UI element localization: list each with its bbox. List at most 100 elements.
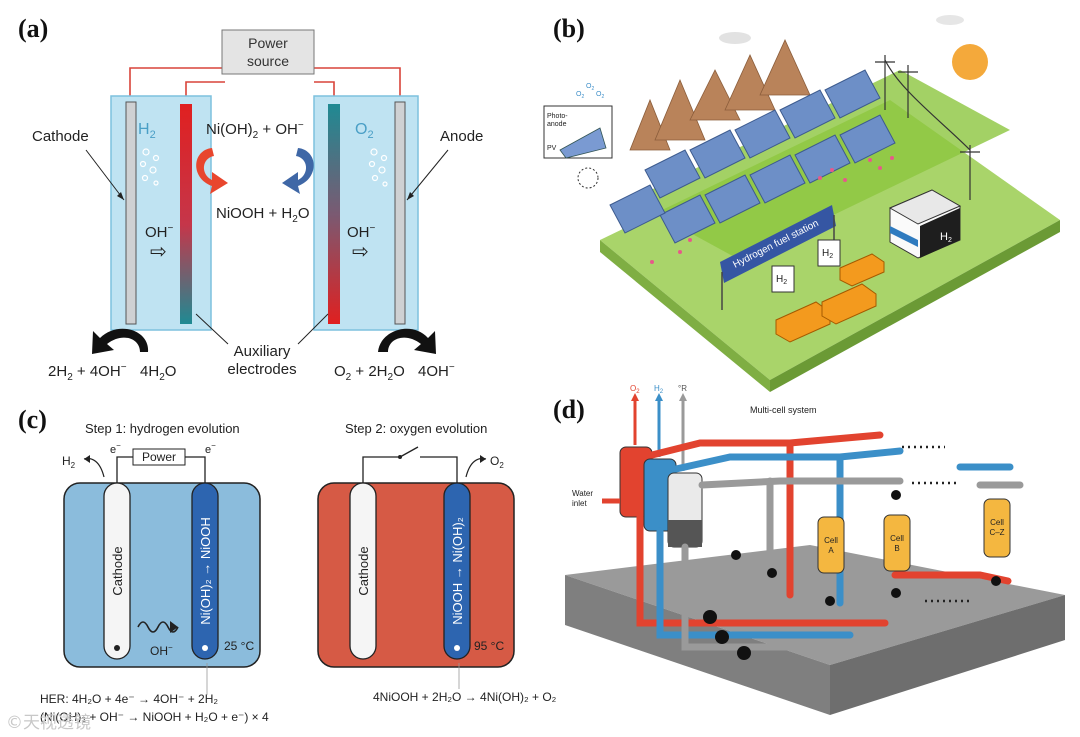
h2-pump-label: H2 <box>776 274 787 286</box>
cathode-water: 4H2O <box>140 363 176 383</box>
svg-text:A: A <box>828 546 834 555</box>
blue-pipe-network <box>656 447 1014 639</box>
step1-title: Step 1: hydrogen evolution <box>85 421 240 436</box>
multicell-title: Multi-cell system <box>750 405 817 415</box>
h2-vent-arrow <box>655 393 663 401</box>
sun-icon <box>952 44 988 80</box>
niooh-reaction-bottom: NiOOH + H2O <box>216 205 310 225</box>
step1-electrode-label: Ni(OH)₂ → NiOOH <box>198 517 213 625</box>
r-vent-arrow <box>679 393 687 401</box>
wire-aux-left <box>185 81 225 100</box>
watermark: ©天视透镜 <box>6 713 91 733</box>
step1-temperature: 25 °C <box>224 639 254 653</box>
photoanode-label: Photo- <box>547 113 568 120</box>
o2-label-b-2: O2 <box>586 83 594 92</box>
cathode-pointer-head <box>117 192 124 200</box>
step1-electron-right: e− <box>205 441 216 456</box>
step1-cathode-dot <box>114 645 120 651</box>
auxiliary-electrodes-label: Auxiliary <box>234 343 291 360</box>
arrow-right-icon-2: ⇨ <box>352 241 369 263</box>
step1-h2-label: H2 <box>62 454 76 470</box>
inset-pointer-circle <box>577 167 599 189</box>
power-source-label-2: source <box>247 53 289 69</box>
step2-title: Step 2: oxygen evolution <box>345 421 487 436</box>
anode-pointer-head <box>407 192 414 200</box>
oer-equation: 4NiOOH + 2H₂O → 4Ni(OH)₂ + O₂ <box>373 690 557 704</box>
grey-pipe-network <box>681 477 1024 651</box>
step1-electrode-dot <box>202 645 208 651</box>
pump-icon <box>703 490 1001 660</box>
solar-panel-array <box>609 69 896 244</box>
cathode-electrode <box>125 101 137 325</box>
cloud-icon-2 <box>936 15 964 25</box>
aux-pointer-left <box>195 313 229 345</box>
anode-hydroxide: 4OH− <box>418 362 455 380</box>
h2-tank-label: H2 <box>940 231 952 244</box>
ground-edge-right <box>770 220 1060 392</box>
arrow-right-icon: ⇨ <box>150 241 167 263</box>
h2-vent-label: H2 <box>654 384 664 395</box>
auxiliary-electrode-left <box>180 104 192 324</box>
o2-label-b-3: O2 <box>596 91 604 100</box>
photoanode-panel <box>559 127 607 159</box>
water-inlet-label-2: inlet <box>572 499 587 508</box>
ground-edge <box>600 240 770 392</box>
mountains <box>629 39 811 151</box>
panel-label-b: (b) <box>553 14 585 43</box>
pv-label: PV <box>547 145 557 152</box>
oh-label-left: OH− <box>145 223 174 241</box>
step1-wire <box>116 456 133 483</box>
step1-power-box <box>132 448 186 466</box>
panel-label-d: (d) <box>553 395 585 424</box>
water-inlet-label: Water <box>572 489 593 498</box>
aux-pointer-right <box>297 313 329 345</box>
oh-label-right: OH− <box>347 223 376 241</box>
panel-label-a: (a) <box>18 14 49 43</box>
panel-d-multicell-system: Multi-cell system O2 H2 °R Water inlet <box>565 384 1065 715</box>
auxiliary-electrode-right <box>328 104 340 324</box>
step1-cathode-label: Cathode <box>110 546 125 595</box>
o2-label: O2 <box>355 121 374 141</box>
svg-text:Cell: Cell <box>890 534 904 543</box>
step2-cathode-label: Cathode <box>356 546 371 595</box>
bubbles-left <box>139 148 160 186</box>
panel-a-electrolysis-diagram: Power source H2 O2 OH− ⇨ OH− ⇨ <box>32 29 483 383</box>
her-equation: HER: 4H₂O + 4e⁻ → 4OH⁻ + 2H₂ <box>40 692 218 706</box>
o2-vent-arrow <box>631 393 639 401</box>
wire-aux-right <box>314 81 335 100</box>
o2-release-arrow-icon <box>465 457 487 478</box>
niohh2-reaction-top: Ni(OH)2 + OH− <box>206 120 304 141</box>
oh-arrow-head <box>170 621 178 633</box>
h2-label: H2 <box>138 121 156 141</box>
h2-release-arrow-icon <box>83 457 105 478</box>
h2-release-arrow-head <box>84 455 90 463</box>
step2-temperature: 95 °C <box>474 639 504 653</box>
step2-wire <box>362 456 400 483</box>
step1-electron-left: e− <box>110 441 121 456</box>
step1-oh-label: OH− <box>150 643 173 658</box>
h2-storage-top <box>888 189 962 225</box>
step1-power-label: Power <box>142 450 176 464</box>
power-pylon-icon <box>875 55 980 200</box>
step2-o2-label: O2 <box>490 454 504 470</box>
bubbles-right <box>368 148 388 187</box>
auxiliary-electrodes-label-2: electrodes <box>227 361 296 378</box>
curved-arrow-black-icon-left <box>92 328 149 354</box>
cathode-equation: 2H2 + 4OH− <box>48 362 127 383</box>
cloud-icon <box>719 32 751 44</box>
h2-storage-side <box>920 208 960 258</box>
step2-switch-pivot <box>398 455 402 459</box>
o2-vent-label: O2 <box>630 384 640 395</box>
h2-storage-stripe <box>890 226 918 247</box>
photoanode-label-2: anode <box>547 121 567 128</box>
power-source-label: Power <box>248 35 288 51</box>
o2-release-arrow-head <box>480 455 486 463</box>
panel-b-solar-hydrogen-station: Photo- anode PV O2 O2 O2 Hydrogen fuel s… <box>543 15 1060 392</box>
svg-text:B: B <box>894 544 899 553</box>
curved-arrow-red-icon <box>196 148 228 194</box>
svg-text:C–Z: C–Z <box>989 528 1004 537</box>
cell-a: Cell A <box>817 516 845 574</box>
flowers <box>650 156 894 264</box>
panel-label-c: (c) <box>18 405 47 434</box>
svg-text:Cell: Cell <box>990 518 1004 527</box>
